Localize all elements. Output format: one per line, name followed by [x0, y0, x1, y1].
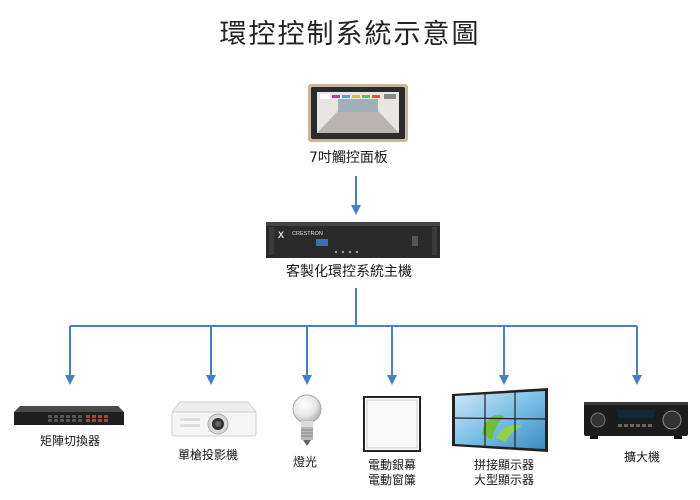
host-brand: CRESTRON: [292, 231, 323, 237]
matrix-switcher-label: 矩陣切換器: [40, 434, 101, 448]
screen-label-line1: 電動銀幕: [368, 458, 417, 472]
svg-text:X: X: [278, 230, 284, 240]
matrix-switcher-icon: [14, 406, 124, 425]
host-label: 客製化環控系統主機: [286, 264, 412, 280]
amplifier-icon: [584, 402, 688, 439]
control-host-icon: X: [266, 222, 440, 258]
diagram-title: 環控控制系統示意圖: [219, 19, 481, 50]
lamp-label: 燈光: [293, 455, 318, 469]
screen-label-line2: 電動窗簾: [368, 473, 417, 487]
projection-screen-icon: [363, 396, 421, 452]
host-brand-text: CRESTRON: [292, 231, 323, 237]
touch-panel-label: 7吋觸控面板: [309, 150, 388, 166]
video-wall-label-line2: 大型顯示器: [474, 473, 535, 487]
video-wall-icon: [452, 388, 548, 452]
projector-label: 單槍投影機: [178, 448, 239, 462]
touch-panel-icon: [308, 84, 408, 142]
lightbulb-icon: [292, 394, 322, 446]
amplifier-label: 擴大機: [624, 450, 661, 464]
projector-icon: [170, 401, 258, 437]
video-wall-label-line1: 拼接顯示器: [474, 458, 535, 472]
